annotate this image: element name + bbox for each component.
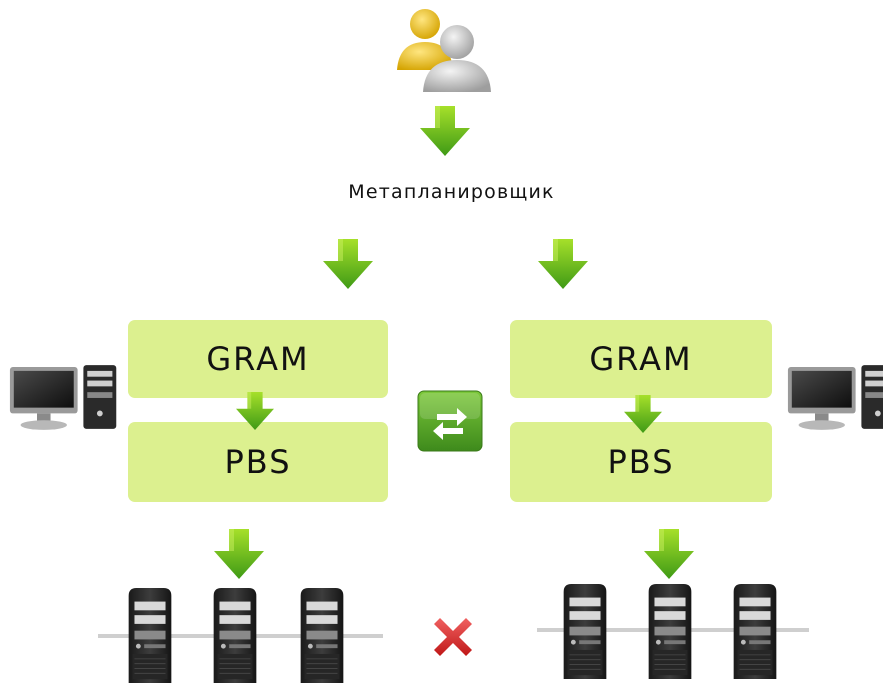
left-gram-box: GRAM	[128, 320, 388, 398]
server-icon	[725, 584, 785, 681]
desktop-computer-icon	[786, 362, 883, 432]
arrow-down-icon	[323, 238, 373, 290]
arrow-down-icon	[420, 106, 470, 156]
server-icon	[640, 584, 700, 681]
metascheduler-label: Метапланировщик	[348, 181, 555, 203]
server-icon	[120, 588, 180, 685]
users-icon	[395, 4, 495, 99]
arrow-down-icon	[538, 238, 588, 290]
right-pbs-label: PBS	[607, 443, 675, 481]
server-icon	[555, 584, 615, 681]
server-icon	[292, 588, 352, 685]
server-icon	[205, 588, 265, 685]
right-pbs-box: PBS	[510, 422, 772, 502]
left-pbs-box: PBS	[128, 422, 388, 502]
left-gram-label: GRAM	[206, 340, 310, 378]
right-gram-label: GRAM	[589, 340, 693, 378]
arrow-down-icon	[236, 392, 274, 430]
arrow-down-icon	[624, 395, 662, 433]
cross-icon	[428, 612, 478, 662]
left-pbs-label: PBS	[224, 443, 292, 481]
desktop-computer-icon	[8, 362, 124, 432]
arrow-down-icon	[644, 528, 694, 580]
right-gram-box: GRAM	[510, 320, 772, 398]
arrow-down-icon	[214, 528, 264, 580]
exchange-icon	[417, 390, 483, 452]
